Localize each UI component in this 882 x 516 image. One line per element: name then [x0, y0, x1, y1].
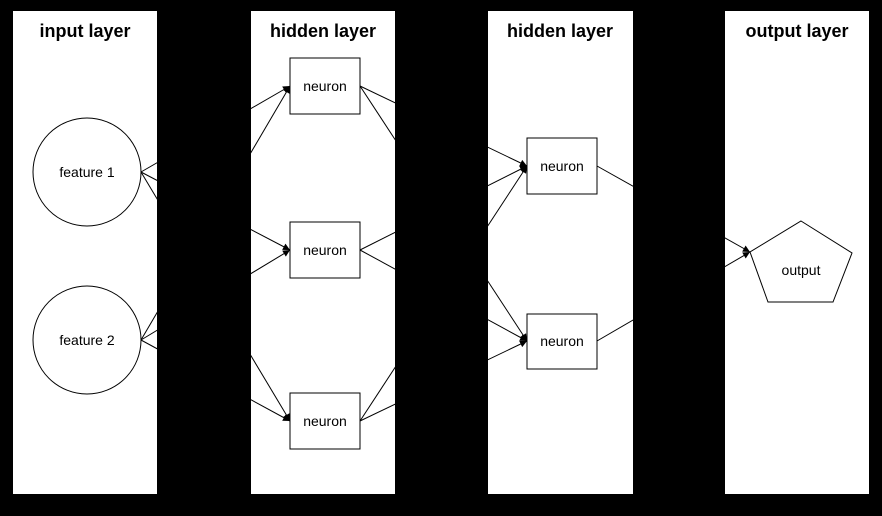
node-output-pentagon	[749, 220, 853, 303]
label-h2n1: neuron	[540, 158, 584, 174]
node-h1n2-rect	[289, 221, 361, 279]
node-h2n2-rect	[526, 313, 598, 370]
title-hidden-layer-1: hidden layer	[270, 21, 376, 41]
node-h2n1-rect	[526, 137, 598, 195]
layer-titles: input layer hidden layer hidden layer ou…	[39, 21, 848, 41]
node-labels: feature 1 feature 2 neuron neuron neuron…	[59, 78, 820, 429]
panel-hidden-layer-2	[488, 11, 633, 494]
label-h1n1: neuron	[303, 78, 347, 94]
title-hidden-layer-2: hidden layer	[507, 21, 613, 41]
label-h1n3: neuron	[303, 413, 347, 429]
label-h2n2: neuron	[540, 333, 584, 349]
label-feature2: feature 2	[59, 332, 114, 348]
node-h1n3-rect	[289, 392, 361, 450]
panel-input-layer	[13, 11, 157, 494]
label-h1n2: neuron	[303, 242, 347, 258]
node-feature1-circle	[32, 117, 142, 227]
title-output-layer: output layer	[745, 21, 848, 41]
node-feature2-circle	[32, 285, 142, 395]
node-h1n1-rect	[289, 57, 361, 115]
label-feature1: feature 1	[59, 164, 114, 180]
node-group	[32, 57, 853, 450]
label-output: output	[782, 262, 821, 278]
title-input-layer: input layer	[39, 21, 130, 41]
